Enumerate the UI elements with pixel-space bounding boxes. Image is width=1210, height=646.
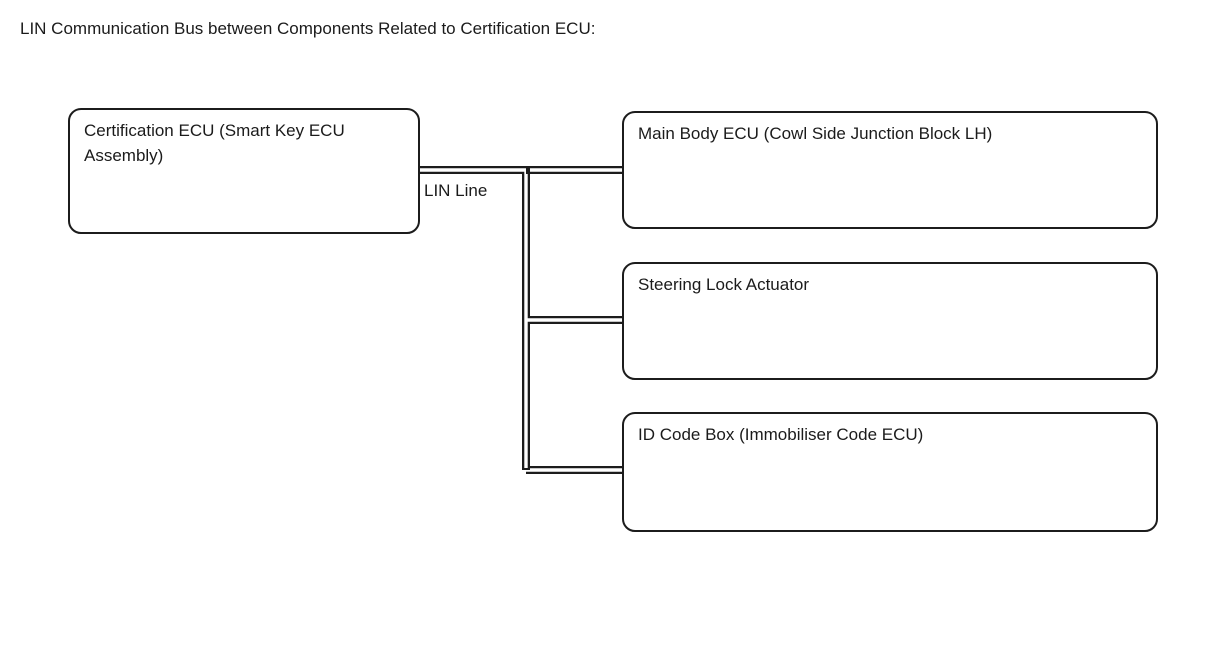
- node-main-body-ecu-label: Main Body ECU (Cowl Side Junction Block …: [638, 124, 993, 143]
- lin-bus-outer-stroke: [420, 166, 625, 474]
- lin-bus-endcaps: [522, 166, 530, 470]
- lin-line-label: LIN Line: [424, 181, 488, 200]
- node-certification-ecu-label: Certification ECU (Smart Key ECU Assembl…: [84, 121, 345, 165]
- node-id-code-box-label: ID Code Box (Immobiliser Code ECU): [638, 425, 924, 444]
- node-certification-ecu[interactable]: Certification ECU (Smart Key ECU Assembl…: [68, 108, 420, 234]
- lin-bus-inner-stroke: [420, 168, 625, 472]
- page-title: LIN Communication Bus between Components…: [20, 19, 596, 38]
- node-id-code-box[interactable]: ID Code Box (Immobiliser Code ECU): [622, 412, 1158, 532]
- node-steering-lock-actuator-label: Steering Lock Actuator: [638, 275, 810, 294]
- node-main-body-ecu[interactable]: Main Body ECU (Cowl Side Junction Block …: [622, 111, 1158, 229]
- node-steering-lock-actuator[interactable]: Steering Lock Actuator: [622, 262, 1158, 380]
